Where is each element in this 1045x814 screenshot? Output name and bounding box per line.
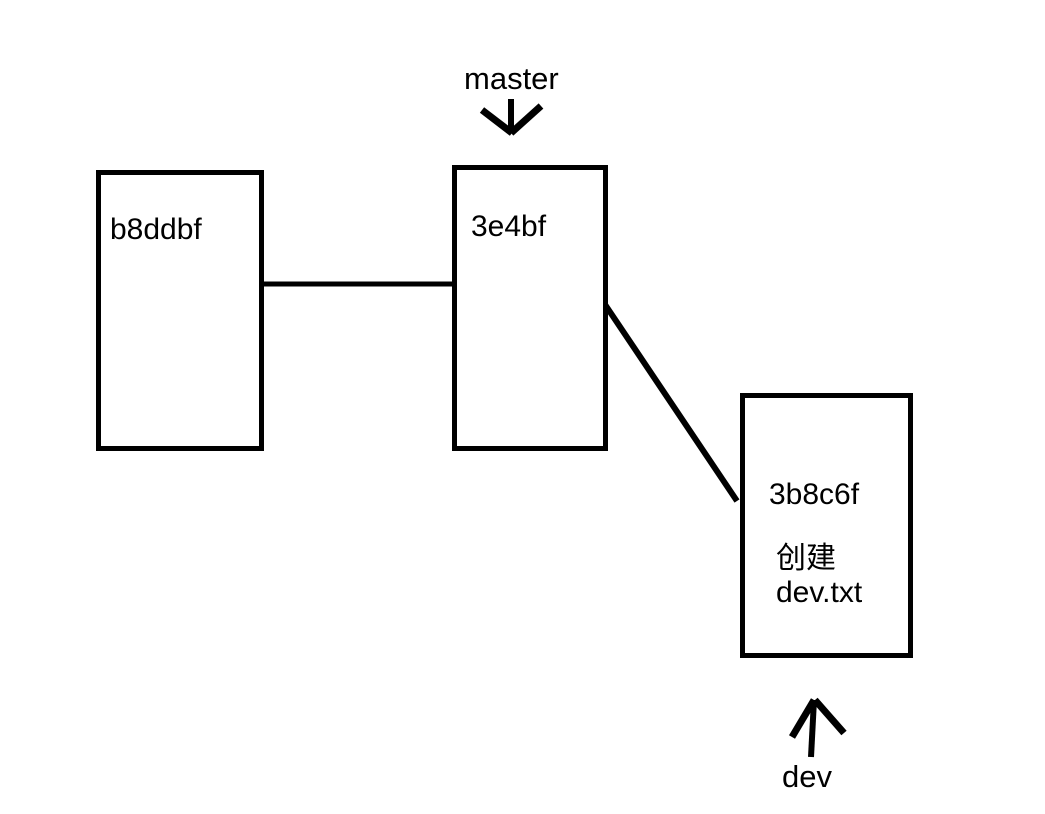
- branch-label-master: master: [464, 61, 559, 96]
- commit-node-3b8c6f: [740, 393, 913, 658]
- commit-node-b8ddbf: [96, 170, 264, 451]
- commit-hash-label: 3b8c6f: [769, 478, 860, 511]
- commit-note-line-2: dev.txt: [776, 576, 863, 609]
- edge-3e4bf-to-3b8c6f: [601, 301, 740, 503]
- master-arrow-icon: [479, 99, 544, 136]
- commit-node-3e4bf: [452, 165, 608, 451]
- commit-hash-label: b8ddbf: [110, 213, 202, 246]
- dev-arrow-icon: [788, 697, 847, 758]
- commit-note-line-1: 创建: [776, 542, 836, 575]
- branch-label-dev: dev: [782, 759, 832, 794]
- commit-hash-label: 3e4bf: [471, 210, 547, 243]
